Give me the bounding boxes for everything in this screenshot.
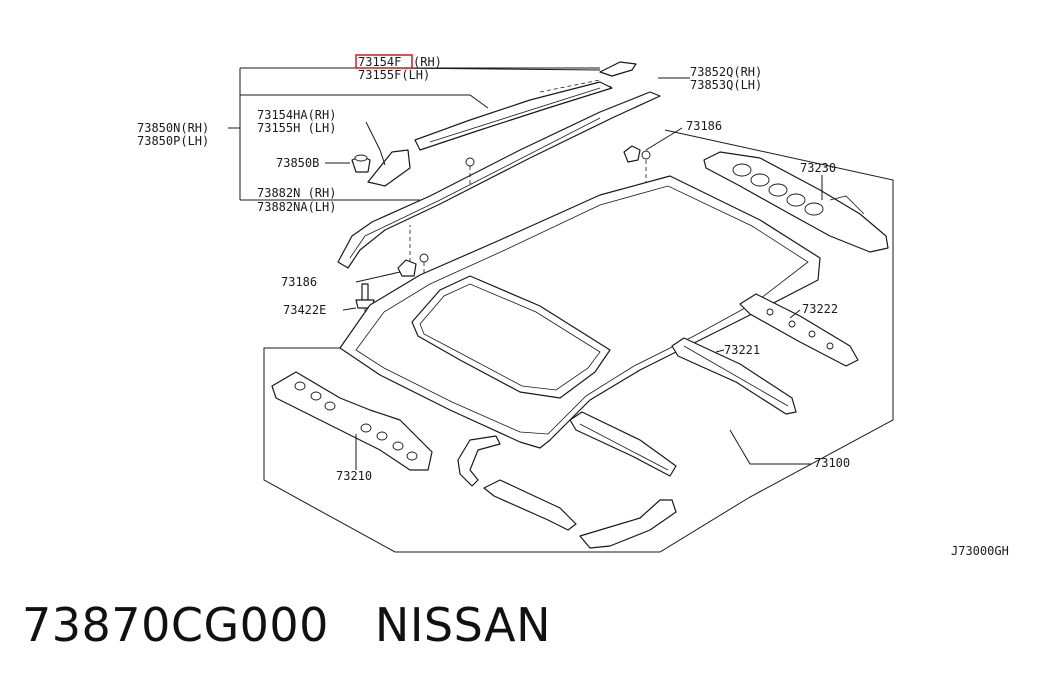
roof-bow-73221 (671, 337, 797, 415)
roof-molding-73850 (414, 81, 613, 151)
highlight-box (355, 54, 413, 69)
rear-header-73230 (703, 151, 889, 253)
roof-rail-cover-73154f (539, 61, 637, 101)
front-cover-73154ha (367, 149, 411, 187)
label-73850b: 73850B (276, 156, 319, 170)
front-header-73210 (271, 371, 433, 471)
clip-73186-left (397, 225, 429, 277)
label-73882na: 73882NA(LH) (257, 200, 336, 214)
diagram-code: J73000GH (951, 544, 1009, 558)
roof-molding-73852q (337, 91, 661, 269)
label-73221: 73221 (724, 343, 760, 357)
label-73882n: 73882N (RH) (257, 186, 336, 200)
label-73222: 73222 (802, 302, 838, 316)
label-73154f: 73154F (358, 55, 401, 69)
clip-73186-top (623, 145, 651, 182)
clip-73850b (351, 154, 371, 173)
label-73186-top: 73186 (686, 119, 722, 133)
label-73230: 73230 (800, 161, 836, 175)
label-73155f: 73155F(LH) (358, 68, 430, 82)
label-73852q: 73852Q(RH) (690, 65, 762, 79)
label-73853q: 73853Q(LH) (690, 78, 762, 92)
leader-lines (325, 77, 823, 470)
side-rail-front (457, 435, 677, 549)
footer-part-number: 73870CG000 (22, 598, 329, 652)
roof-panel-73100 (339, 175, 821, 449)
label-73155h: 73155H (LH) (257, 121, 336, 135)
label-73154f-side: (RH) (413, 55, 442, 69)
label-73850p: 73850P(LH) (137, 134, 209, 148)
label-73422e: 73422E (283, 303, 326, 317)
label-73850n: 73850N(RH) (137, 121, 209, 135)
side-rail-lower (569, 411, 677, 477)
roof-bow-73222 (739, 293, 859, 367)
roof-parts-diagram: 73154F (RH) 73155F(LH) 73852Q(RH) 73853Q… (137, 54, 1009, 558)
label-73186-left: 73186 (281, 275, 317, 289)
bracket-73850 (228, 67, 601, 201)
label-73210: 73210 (336, 469, 372, 483)
footer: 73870CG000 NISSAN (22, 598, 551, 652)
label-73100: 73100 (814, 456, 850, 470)
label-73154ha: 73154HA(RH) (257, 108, 336, 122)
footer-brand: NISSAN (374, 598, 552, 652)
rail-clip (465, 157, 475, 167)
roof-assembly-frame (263, 129, 894, 553)
